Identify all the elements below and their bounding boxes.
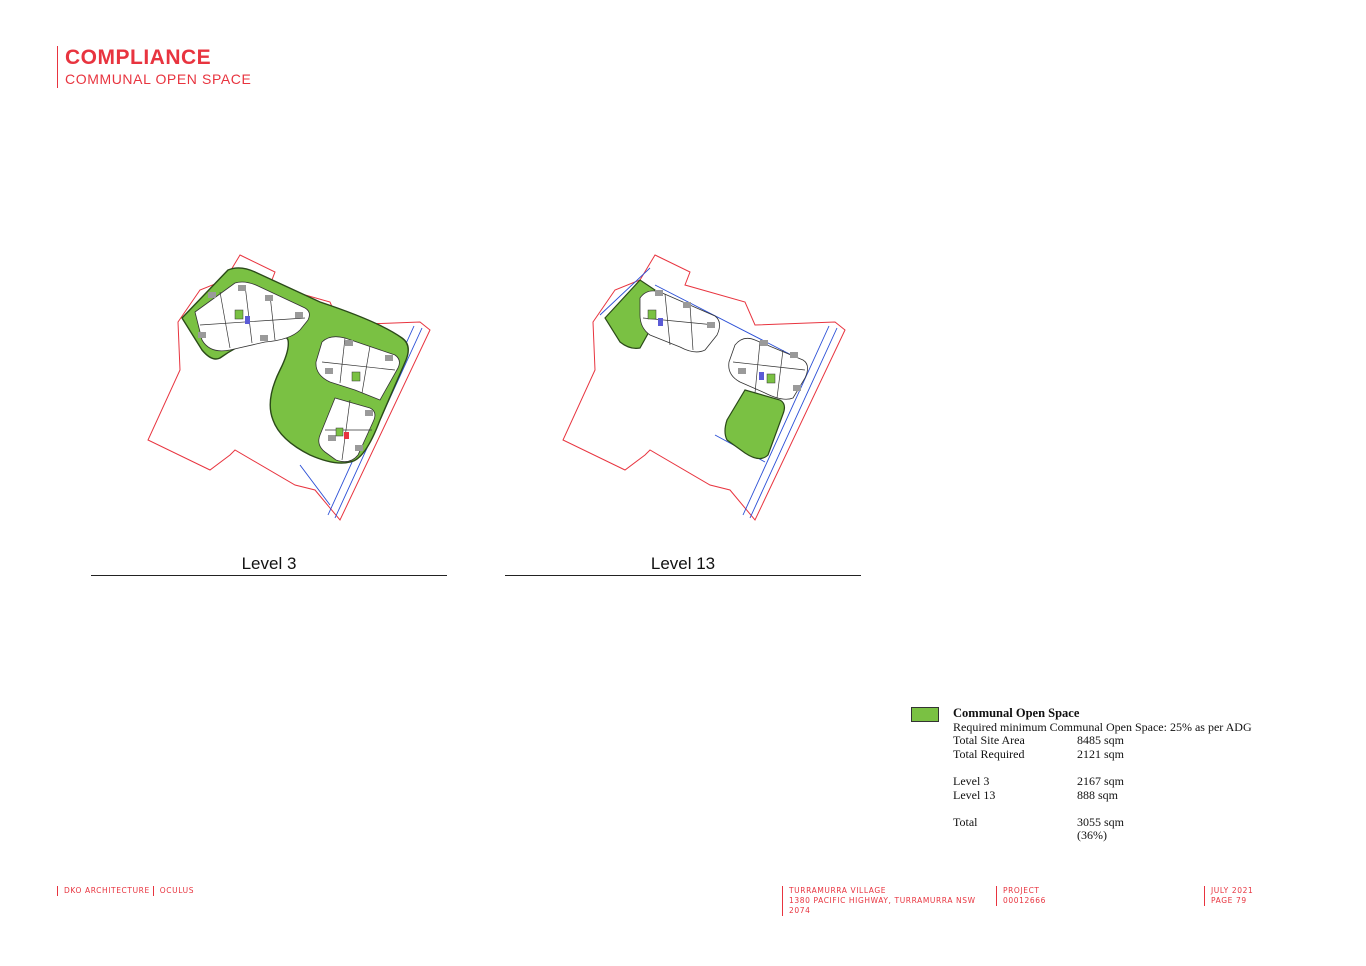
footer-project-info: TURRAMURRA VILLAGE 1380 PACIFIC HIGHWAY,… [782, 886, 979, 916]
level-13-plan-drawing [562, 254, 846, 521]
setback-line [749, 327, 838, 519]
setback-line [599, 267, 651, 316]
footer-firm-name: DKO ARCHITECTURE [57, 886, 150, 896]
level-3-label: Level 3 [241, 554, 297, 573]
level-13-plan [555, 250, 855, 530]
building-footprint [728, 337, 808, 400]
page-title: COMPLIANCE [65, 46, 212, 69]
legend-level-label: Level 13 [953, 787, 996, 802]
lift-cores [647, 309, 776, 384]
building-footprint [315, 336, 400, 401]
legend-row-label: Total Required [953, 746, 1025, 761]
legend-total-value: 3055 sqm (36%) [1077, 814, 1125, 843]
open-space-swatch [911, 707, 939, 722]
legend-total-label: Total [953, 814, 978, 829]
legend-body: Communal Open Space Required minimum Com… [953, 706, 1293, 843]
site-boundary [147, 254, 431, 521]
footer-project-number-block: PROJECT 00012666 [996, 886, 1046, 906]
footer-date: JULY 2021 [1211, 886, 1254, 895]
legend-level-label: Level 3 [953, 773, 990, 788]
footer-firm: DKO ARCHITECTURE OCULUS [57, 886, 194, 896]
footer-client: OCULUS [152, 886, 194, 896]
footer-project-name: TURRAMURRA VILLAGE [789, 886, 887, 895]
level-13-label: Level 13 [650, 554, 716, 573]
legend-description: Required minimum Communal Open Space: 25… [953, 719, 1252, 734]
communal-open-space-area [724, 389, 786, 460]
setback-line [299, 464, 331, 506]
building-footprint [194, 281, 310, 352]
footer-page: PAGE 79 [1211, 896, 1247, 905]
legend-total-row: Total 3055 sqm (36%) [953, 814, 1293, 843]
footer-project-label: PROJECT [1003, 886, 1040, 895]
service-cores [198, 285, 393, 451]
legend-level-row: Level 3 2167 sqm [953, 773, 1293, 789]
legend-level-row: Level 13 888 sqm [953, 787, 1293, 803]
legend-row: Total Site Area 8485 sqm [953, 734, 1293, 748]
legend-row-value: 8485 sqm [1077, 733, 1125, 748]
footer-project-number: PROJECT 00012666 [996, 886, 1046, 906]
level-13-rule [505, 575, 861, 576]
unit-walls [199, 284, 396, 461]
legend-level-value: 2167 sqm [1077, 773, 1125, 788]
legend-level-value: 888 sqm [1077, 787, 1119, 802]
legend-row: Total Required 2121 sqm [953, 746, 1293, 762]
service-cores [655, 290, 801, 391]
legend-heading: Communal Open Space [953, 706, 1080, 720]
level-3-plan-drawing [147, 254, 431, 521]
level-3-rule [91, 575, 447, 576]
page-header: COMPLIANCE COMMUNAL OPEN SPACE [57, 46, 251, 88]
legend-row-value: 2121 sqm [1077, 746, 1125, 761]
site-boundary [562, 254, 846, 521]
setback-line [742, 325, 830, 516]
footer-project-id: 00012666 [1003, 896, 1046, 905]
lift-cores [234, 309, 361, 439]
setback-line [654, 284, 806, 363]
footer-date-page: JULY 2021 PAGE 79 [1204, 886, 1253, 906]
unit-walls [642, 293, 806, 399]
level-3-plan [140, 250, 440, 530]
footer-project-block: TURRAMURRA VILLAGE 1380 PACIFIC HIGHWAY,… [782, 886, 979, 916]
page-subtitle: COMMUNAL OPEN SPACE [65, 71, 252, 87]
legend-row-label: Total Site Area [953, 733, 1025, 748]
legend-total-sqm: 3055 sqm [1077, 814, 1125, 829]
footer-address: 1380 PACIFIC HIGHWAY, TURRAMURRA NSW 207… [789, 896, 976, 915]
legend-total-percent: (36%) [1077, 828, 1107, 843]
footer-date-block: JULY 2021 PAGE 79 [1204, 886, 1253, 906]
